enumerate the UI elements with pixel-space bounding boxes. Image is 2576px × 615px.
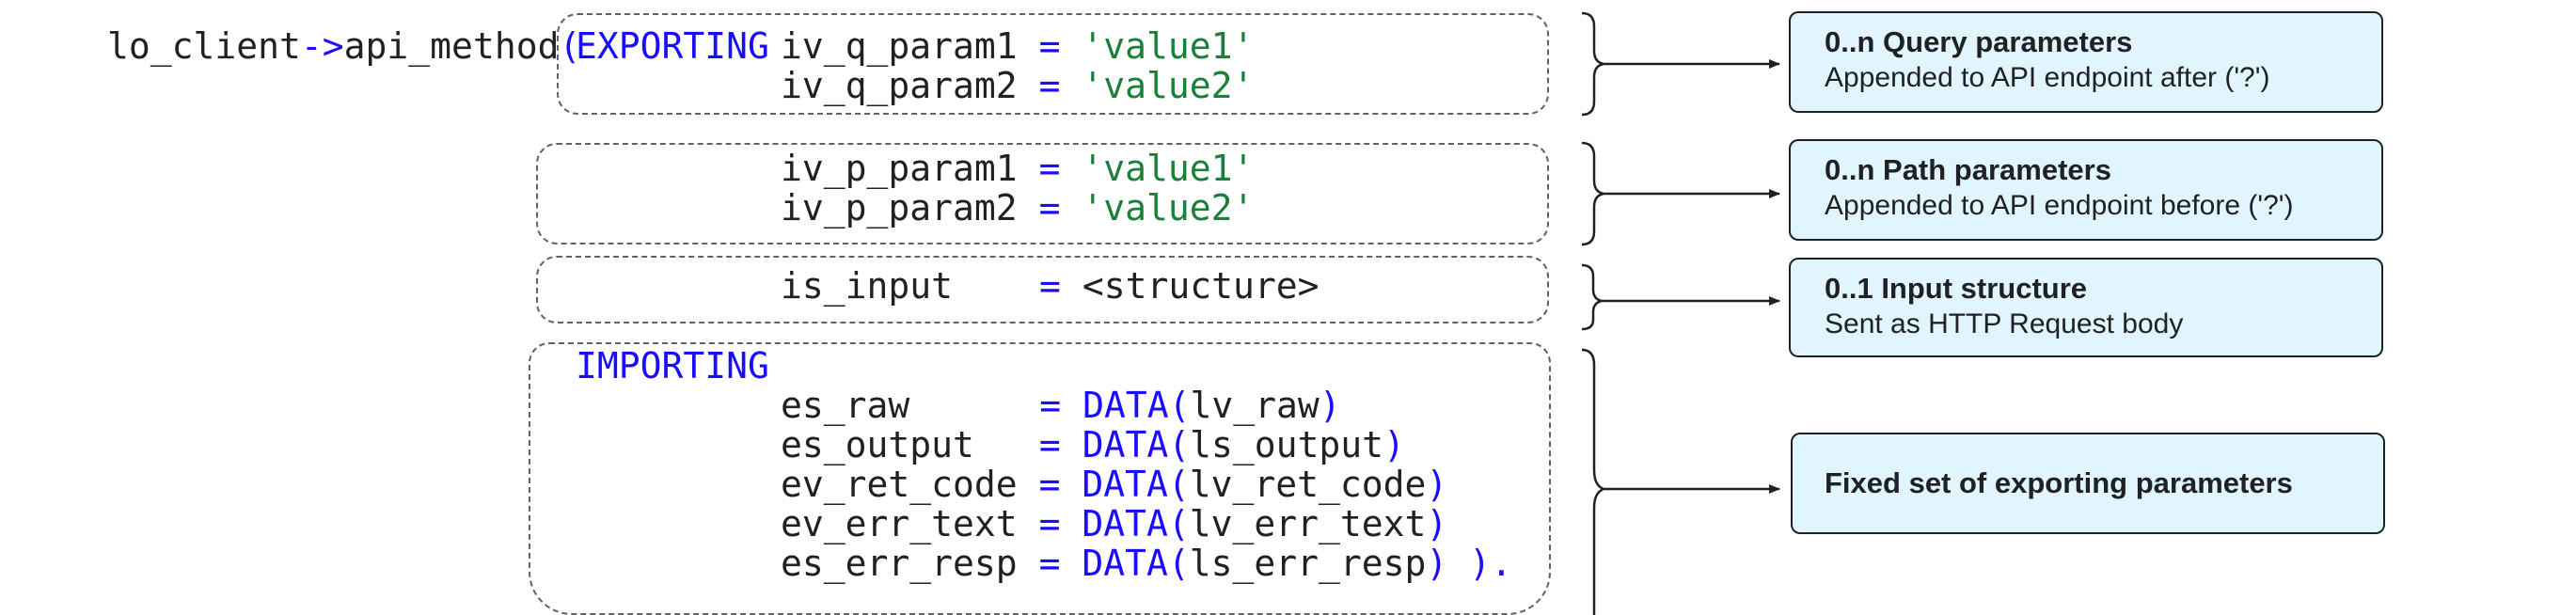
path-params-group xyxy=(536,143,1549,244)
param-name: es_err_resp xyxy=(781,543,1018,584)
param-value: 'value1' xyxy=(1082,148,1255,189)
code-line: ev_ret_code = DATA(lv_ret_code) xyxy=(781,465,1447,504)
exporting-keyword: EXPORTING xyxy=(576,25,769,67)
brace-importing xyxy=(1581,348,1607,615)
brace-path xyxy=(1581,141,1604,246)
equals-sign: = xyxy=(1038,25,1061,67)
callout-subtitle: Sent as HTTP Request body xyxy=(1825,308,2184,339)
param-name: iv_p_param1 xyxy=(781,148,1018,189)
equals-sign: = xyxy=(1039,385,1062,426)
equals-sign: = xyxy=(1038,503,1061,544)
code-line: ev_err_text = DATA(lv_err_text) xyxy=(781,504,1447,544)
importing-keyword: IMPORTING xyxy=(576,345,769,386)
method-call: lo_client->api_method( xyxy=(107,26,580,66)
param-value: 'value2' xyxy=(1082,187,1255,229)
input-structure-group xyxy=(536,256,1549,323)
param-name: iv_q_param1 xyxy=(781,25,1018,67)
code-line: iv_p_param2 = 'value2' xyxy=(781,188,1254,228)
param-name: iv_p_param2 xyxy=(781,187,1018,229)
param-target: ls_output xyxy=(1190,424,1383,465)
equals-sign: = xyxy=(1038,65,1061,106)
callout-input-structure: 0..1 Input structure Sent as HTTP Reques… xyxy=(1789,258,2383,357)
client-variable: lo_client xyxy=(107,25,301,67)
code-line: iv_p_param1 = 'value1' xyxy=(781,149,1254,188)
param-value: <structure> xyxy=(1082,265,1320,307)
data-keyword: DATA( xyxy=(1082,503,1190,544)
code-line: es_output = DATA(ls_output) xyxy=(781,425,1405,465)
param-name: ev_ret_code xyxy=(781,464,1018,505)
code-line: is_input = <structure> xyxy=(781,266,1319,306)
close-paren: ) xyxy=(1319,385,1341,426)
brace-query xyxy=(1581,11,1604,117)
code-line: es_err_resp = DATA(ls_err_resp) ). xyxy=(781,544,1512,583)
close-paren: ) xyxy=(1426,503,1448,544)
param-value: 'value1' xyxy=(1082,25,1255,67)
data-keyword: DATA( xyxy=(1082,464,1190,505)
param-target: ls_err_resp xyxy=(1189,543,1427,584)
param-target: lv_ret_code xyxy=(1189,464,1427,505)
equals-sign: = xyxy=(1038,187,1061,229)
brace-input xyxy=(1581,263,1603,331)
close-paren: ) ). xyxy=(1426,543,1512,584)
equals-sign: = xyxy=(1038,424,1061,465)
callout-subtitle: Appended to API endpoint before ('?') xyxy=(1825,190,2294,221)
callout-title: 0..1 Input structure xyxy=(1825,272,2088,305)
data-keyword: DATA( xyxy=(1082,424,1191,465)
callout-exporting-params: Fixed set of exporting parameters xyxy=(1791,433,2385,534)
exporting-query-group xyxy=(557,13,1549,115)
callout-subtitle: Appended to API endpoint after ('?') xyxy=(1825,62,2270,93)
data-keyword: DATA( xyxy=(1082,543,1190,584)
equals-sign: = xyxy=(1038,148,1061,189)
code-line: es_raw = DATA(lv_raw) xyxy=(781,386,1341,425)
code-line: iv_q_param1 = 'value1' xyxy=(781,26,1254,66)
call-arrow: -> xyxy=(300,25,344,67)
equals-sign: = xyxy=(1039,265,1061,307)
importing-group xyxy=(529,342,1551,615)
param-target: lv_raw xyxy=(1190,385,1320,426)
param-name: es_raw xyxy=(781,385,910,426)
param-name: iv_q_param2 xyxy=(781,65,1018,106)
close-paren: ) xyxy=(1383,424,1405,465)
param-value: 'value2' xyxy=(1082,65,1255,106)
data-keyword: DATA( xyxy=(1083,385,1191,426)
callout-title: 0..n Query parameters xyxy=(1825,25,2133,58)
callout-title: Fixed set of exporting parameters xyxy=(1825,466,2293,499)
close-paren: ) xyxy=(1426,464,1448,505)
open-paren: ( xyxy=(559,25,581,67)
param-target: lv_err_text xyxy=(1189,503,1427,544)
equals-sign: = xyxy=(1038,543,1061,584)
param-name: es_output xyxy=(781,424,974,465)
equals-sign: = xyxy=(1038,464,1061,505)
callout-path-params: 0..n Path parameters Appended to API end… xyxy=(1789,139,2383,241)
method-name: api_method xyxy=(343,25,560,67)
param-name: ev_err_text xyxy=(781,503,1018,544)
callout-query-params: 0..n Query parameters Appended to API en… xyxy=(1789,11,2383,113)
param-name: is_input xyxy=(781,265,954,307)
code-line: iv_q_param2 = 'value2' xyxy=(781,66,1254,105)
callout-title: 0..n Path parameters xyxy=(1825,153,2111,186)
